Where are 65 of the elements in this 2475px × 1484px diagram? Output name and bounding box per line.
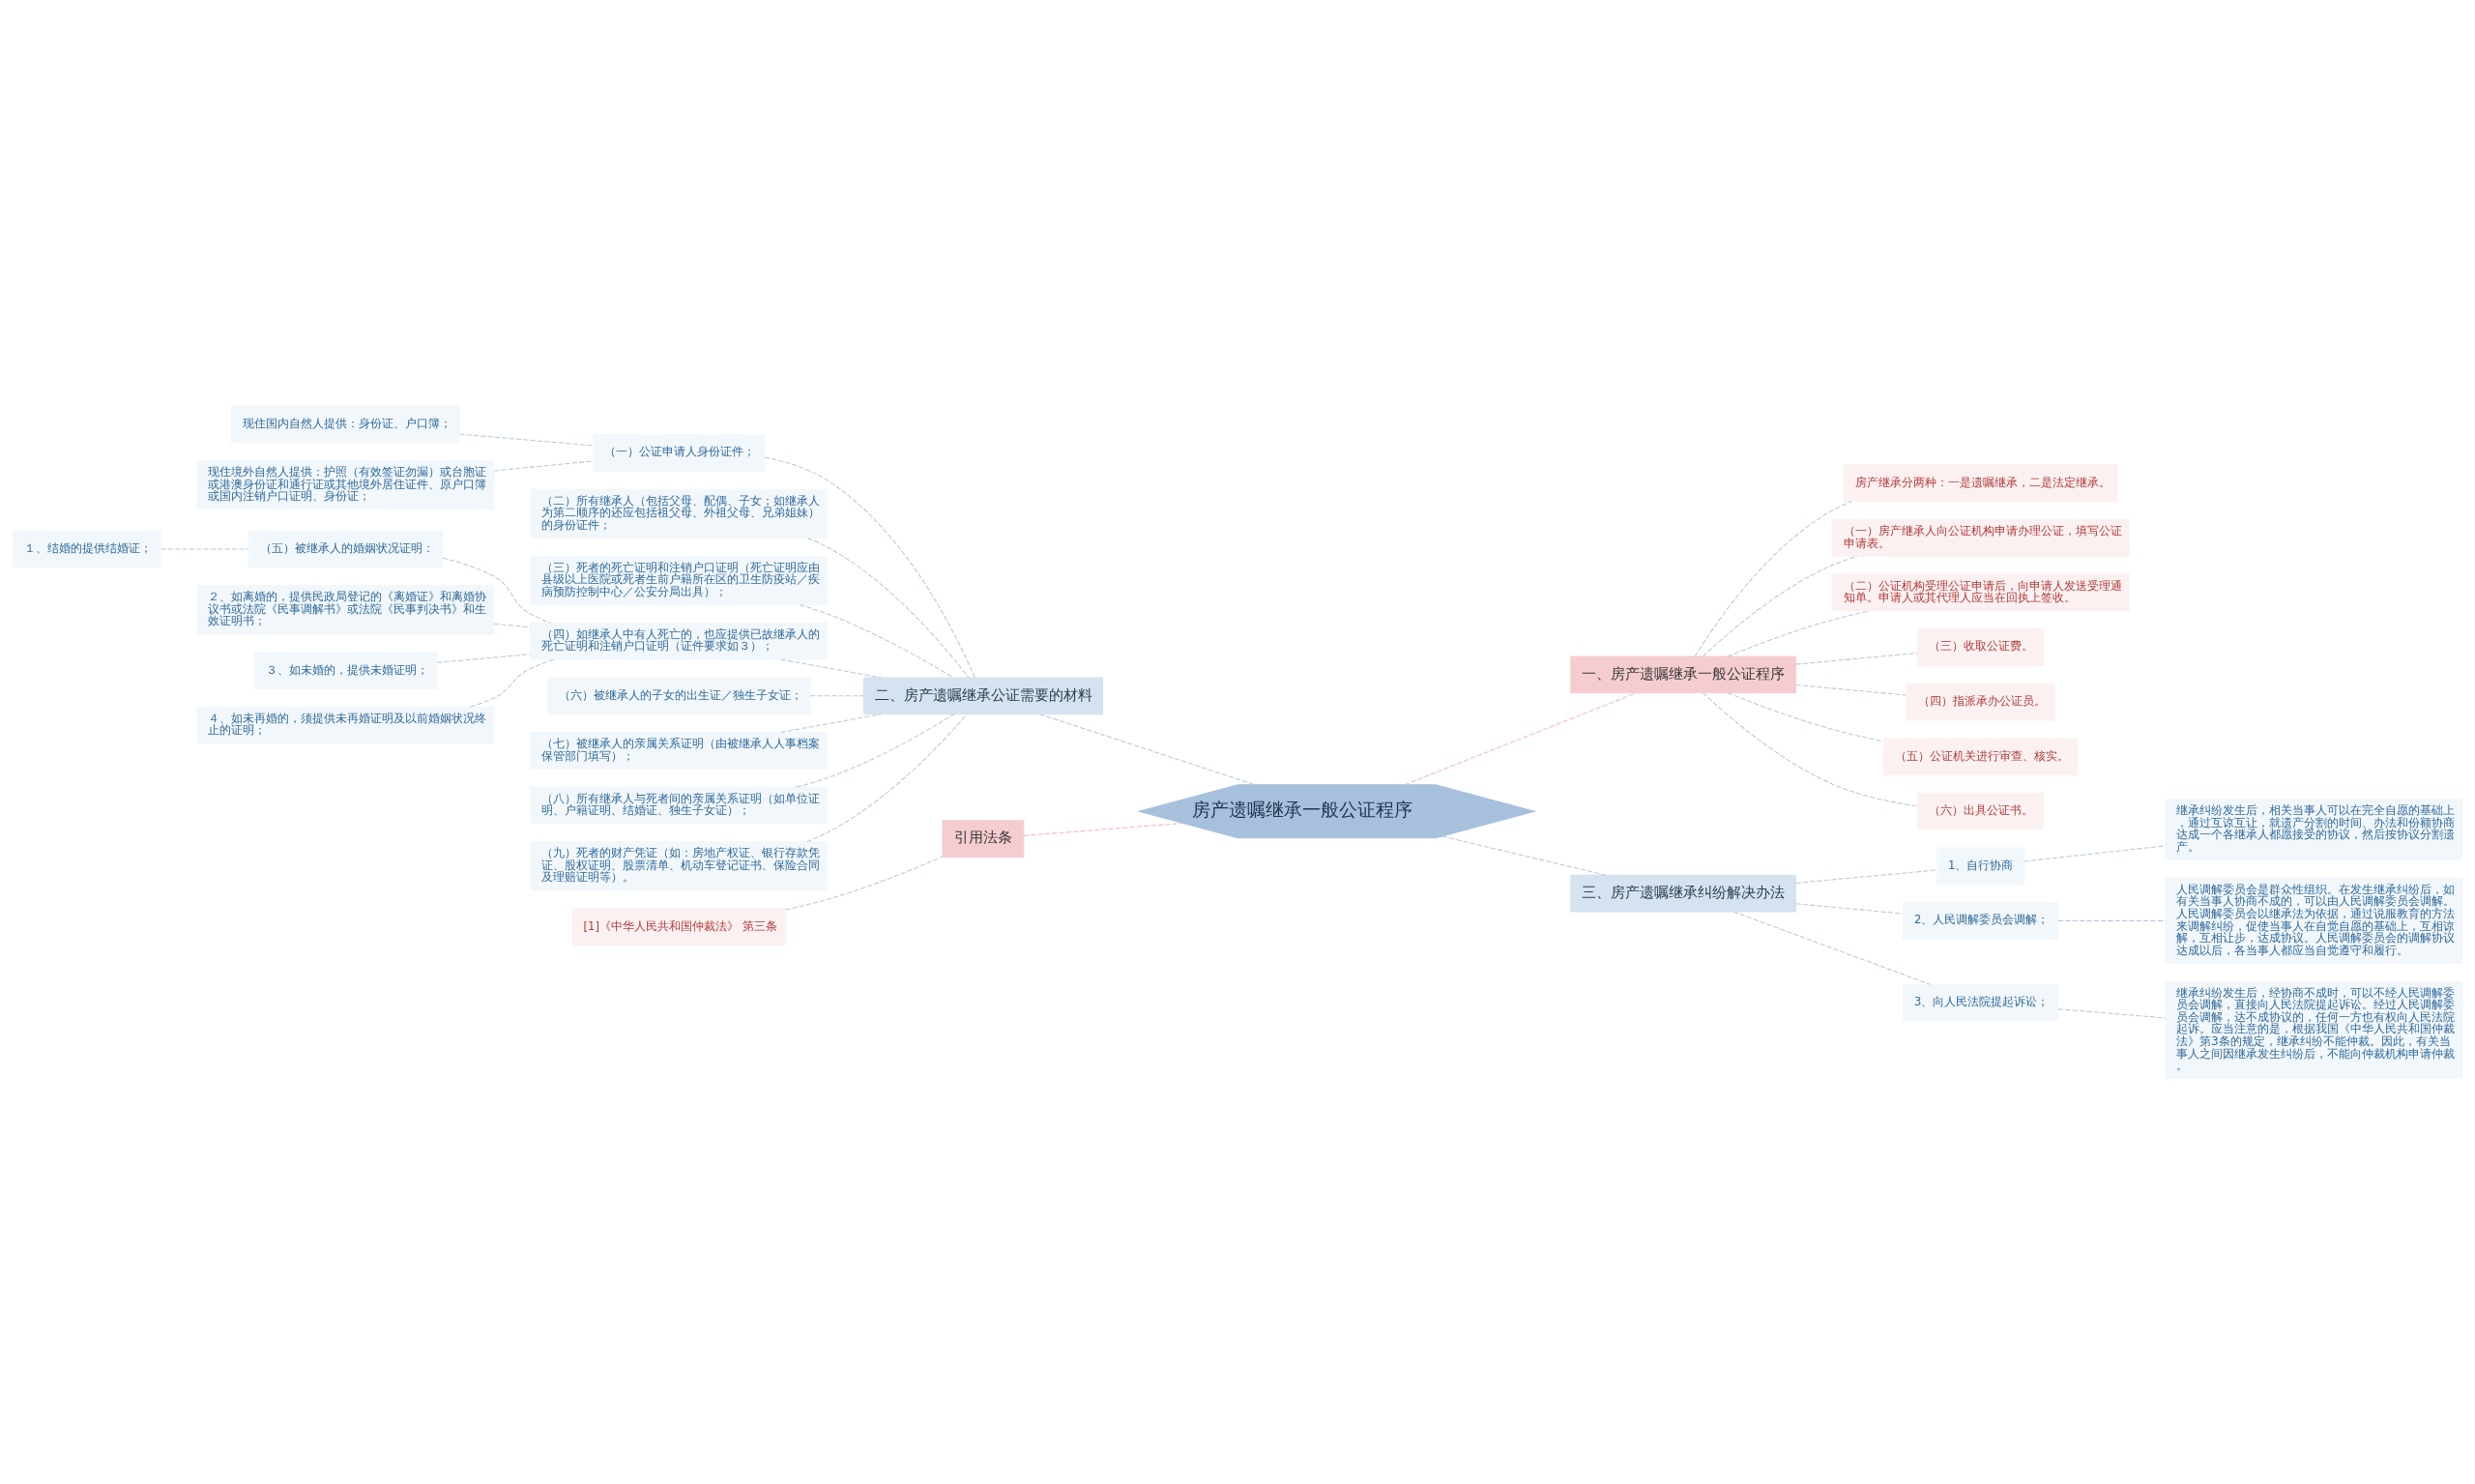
node-box: 房产继承分两种：一是遗嘱继承，二是法定继承。	[1843, 463, 2118, 502]
connector	[799, 603, 954, 678]
connector	[470, 658, 555, 708]
connector	[796, 713, 955, 788]
connector	[493, 623, 532, 627]
connector	[1441, 835, 1607, 876]
node-box: 三、房产遗嘱继承纠纷解决办法	[1570, 874, 1796, 912]
connector	[2057, 919, 2167, 921]
node-box: 继承纠纷发生后，经协商不成时，可以不经人民调解委员会调解，直接向人民法院提起诉讼。经过人民调解委员会调解，达不成协议的，任何一方也有权向人民法院起诉。应当注意的是，根据我国《中华人民共和国仲裁法》第3条的规定，继承纠纷不能仲裁。因此，有关当事人之间因继承发生纠纷后，不能向仲裁机构申请仲裁。	[2165, 980, 2463, 1079]
node-box: （四）如继承人中有人死亡的，也应提供已故继承人的死亡证明和注销户口证明（证件要求如３）；	[530, 622, 829, 660]
connector	[1795, 902, 1904, 915]
node-box: （一）公证申请人身份证件；	[593, 433, 766, 472]
connector	[1404, 691, 1637, 785]
node-box: （九）死者的财产凭证（如：房地产权证、银行存款凭证、股权证明、股票清单、机动车登记证书、保险合同及理赔证明等）。	[530, 840, 829, 890]
connector	[458, 433, 595, 446]
connector	[1732, 911, 1931, 985]
node-box: ２、如离婚的，提供民政局登记的《离婚证》和离婚协议书或法院《民事调解书》或法院《民事判决书》和生效证明书；	[196, 584, 495, 634]
node-box: 3、向人民法院提起诉讼；	[1902, 983, 2059, 1022]
connector	[1694, 500, 1852, 656]
connector	[1703, 691, 1918, 806]
connector	[1795, 868, 1937, 884]
node-box: 二、房产遗嘱继承公证需要的材料	[862, 676, 1104, 714]
node-box: （五）被继承人的婚姻状况证明：	[248, 530, 443, 567]
node-box: 1、自行协商	[1936, 846, 2025, 885]
node-box: （三）收取公证费。	[1917, 627, 2045, 666]
node-box: 2、人民调解委员会调解；	[1902, 901, 2059, 940]
node-box: [1]《中华人民共和国仲裁法》 第三条	[571, 907, 786, 946]
connector	[780, 713, 882, 733]
node-box: （八）所有继承人与死者间的亲属关系证明（如单位证明、户籍证明、结婚证、独生子女证）；	[530, 786, 829, 824]
connector	[1023, 822, 1183, 836]
connector	[1727, 609, 1871, 656]
connector	[764, 456, 975, 678]
node-box: ４、如未再婚的，须提供未再婚证明及以前婚姻状况终止的证明；	[196, 706, 495, 744]
connector	[2024, 844, 2167, 861]
connector	[2057, 1007, 2167, 1018]
connector	[1795, 652, 1918, 665]
connector	[784, 856, 944, 911]
node-box: 现住境外自然人提供：护照（有效签证勿漏）或台胞证或港澳身份证和通行证或其他境外居住证件、原户口簿或国内注销户口证明、身份证；	[196, 459, 495, 510]
connector	[780, 658, 882, 678]
node-box: （一）房产继承人向公证机构申请办理公证，填写公证申请表。	[1831, 518, 2130, 557]
node-box: （四）指派承办公证员。	[1906, 683, 2055, 720]
connector	[160, 547, 249, 549]
node-box: （六）被继承人的子女的出生证／独生子女证；	[546, 676, 811, 714]
node-box: 继承纠纷发生后，相关当事人可以在完全自愿的基础上，通过互谅互让，就遗产分割的时间、办法和份额协商达成一个各继承人都愿接受的协议，然后按协议分割遗产。	[2165, 798, 2463, 860]
node-box: （三）死者的死亡证明和注销户口证明（死亡证明应由县级以上医院或死者生前户籍所在区的卫生防疫站／疾病预防控制中心／公安分局出具）；	[530, 555, 829, 605]
node-box: （七）被继承人的亲属关系证明（由被继承人人事档案保管部门填写）；	[530, 731, 829, 770]
connector	[436, 653, 532, 663]
node-box: 现住国内自然人提供：身份证、户口簿；	[231, 405, 460, 443]
connector	[442, 557, 551, 624]
node-box: １、结婚的提供结婚证；	[12, 530, 161, 567]
node-box: （二）公证机构受理公证申请后，向申请人发送受理通知单。申请人或其代理人应当在回执上签收。	[1831, 573, 2130, 611]
node-box: 引用法条	[942, 819, 1025, 858]
connector	[1795, 684, 1907, 696]
connector	[806, 537, 970, 678]
connector	[809, 694, 864, 696]
node-box: ３、如未婚的，提供未婚证明；	[253, 651, 438, 689]
connector	[1703, 555, 1858, 656]
node-box: （二）所有继承人（包括父母、配偶、子女；如继承人为第二顺序的还应包括祖父母、外祖父母、兄弟姐妹）的身份证件；	[530, 488, 829, 538]
node-box: （六）出具公证书。	[1917, 792, 2045, 830]
connector	[1727, 691, 1884, 742]
connector	[805, 713, 968, 842]
node-box: 人民调解委员会是群众性组织。在发生继承纠纷后，如有关当事人协商不成的，可以由人民调解委员会调解。人民调解委员会以继承法为依据，通过说服教育的方法来调解纠纷，促使当事人在自觉自愿的基础上，互相谅解，互相让步，达成协议。人民调解委员会的调解协议达成以后，各当事人都应当自觉遵守和履行。	[2165, 877, 2463, 964]
connector	[1039, 713, 1256, 785]
node-box: 一、房产遗嘱继承一般公证程序	[1570, 655, 1796, 693]
connector	[493, 459, 594, 471]
